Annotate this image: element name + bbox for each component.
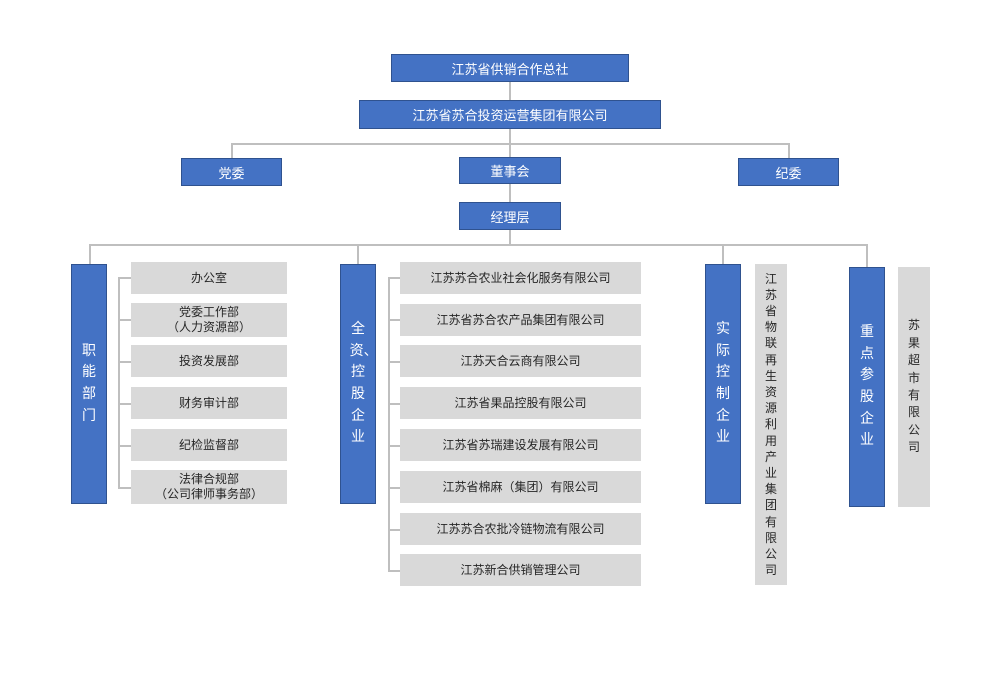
node-label: 江苏省供销合作总社 — [451, 62, 569, 78]
controlled-enterprise-item: 江苏省物联再生资源利用产业集团有限公司 — [755, 264, 787, 585]
bracket-line — [388, 278, 390, 571]
node-group-company: 江苏省苏合投资运营集团有限公司 — [359, 100, 661, 129]
bracket-tick — [388, 319, 400, 321]
node-supply-union: 江苏省供销合作总社 — [391, 54, 629, 82]
node-label: 党委 — [218, 166, 245, 182]
enterprise-item: 江苏省苏合农产品集团有限公司 — [400, 304, 641, 336]
enterprise-item: 江苏省果品控股有限公司 — [400, 387, 641, 419]
node-discipline-committee: 纪委 — [738, 158, 839, 186]
connector-line — [509, 82, 511, 100]
category-label: 全资、控股企业 — [349, 320, 378, 446]
equity-enterprise-item: 苏果超市有限公司 — [898, 267, 930, 507]
dept-item: 党委工作部 （人力资源部） — [131, 303, 287, 337]
category-equity-enterprises: 重点参股企业 — [849, 267, 885, 507]
dept-label: 法律合规部 （公司律师事务部） — [154, 472, 263, 501]
enterprise-label: 江苏省苏合农产品集团有限公司 — [436, 312, 605, 327]
enterprise-label: 江苏苏合农业社会化服务有限公司 — [430, 270, 611, 285]
bracket-tick — [388, 361, 400, 363]
enterprise-item: 江苏省棉麻（集团）有限公司 — [400, 471, 641, 503]
enterprise-label: 江苏省物联再生资源利用产业集团有限公司 — [764, 271, 777, 578]
connector-line — [722, 244, 724, 264]
dept-label: 投资发展部 — [178, 353, 239, 368]
bracket-tick — [388, 277, 400, 279]
bracket-tick — [388, 570, 400, 572]
dept-label: 财务审计部 — [178, 395, 239, 410]
enterprise-item: 江苏新合供销管理公司 — [400, 554, 641, 586]
connector-line — [89, 244, 91, 264]
bracket-tick — [388, 487, 400, 489]
bracket-tick — [118, 319, 131, 321]
bracket-tick — [118, 445, 131, 447]
node-label: 江苏省苏合投资运营集团有限公司 — [412, 109, 608, 124]
connector-line — [357, 244, 359, 264]
node-management: 经理层 — [459, 202, 561, 230]
connector-line — [509, 129, 511, 144]
enterprise-item: 江苏苏合农批冷链物流有限公司 — [400, 513, 641, 545]
enterprise-label: 苏果超市有限公司 — [907, 318, 920, 455]
enterprise-item: 江苏天合云商有限公司 — [400, 345, 641, 377]
enterprise-label: 江苏省苏瑞建设发展有限公司 — [442, 437, 599, 452]
dept-item: 纪检监督部 — [131, 429, 287, 461]
bracket-tick — [118, 487, 131, 489]
category-label: 重点参股企业 — [859, 323, 874, 449]
bracket-tick — [118, 361, 131, 363]
bracket-tick — [118, 277, 131, 279]
dept-item: 法律合规部 （公司律师事务部） — [131, 470, 287, 504]
dept-item: 办公室 — [131, 262, 287, 294]
connector-line — [509, 143, 511, 158]
enterprise-item: 江苏苏合农业社会化服务有限公司 — [400, 262, 641, 294]
dept-item: 投资发展部 — [131, 345, 287, 377]
connector-line — [89, 244, 868, 246]
category-label: 实际控制企业 — [715, 320, 730, 446]
node-label: 纪委 — [775, 166, 802, 182]
dept-label: 纪检监督部 — [178, 437, 239, 452]
connector-line — [509, 230, 511, 245]
category-functional-depts: 职能部门 — [71, 264, 107, 504]
enterprise-label: 江苏省棉麻（集团）有限公司 — [442, 479, 599, 494]
category-controlled-enterprises: 实际控制企业 — [705, 264, 741, 504]
enterprise-label: 江苏省果品控股有限公司 — [454, 395, 587, 410]
category-owned-enterprises: 全资、控股企业 — [340, 264, 378, 504]
bracket-tick — [388, 529, 400, 531]
category-label: 职能部门 — [81, 342, 96, 424]
connector-line — [866, 244, 868, 267]
node-board: 董事会 — [459, 157, 561, 184]
connector-line — [788, 143, 790, 158]
bracket-line — [118, 278, 120, 488]
bracket-tick — [118, 403, 131, 405]
connector-line — [231, 143, 233, 158]
node-party-committee: 党委 — [181, 158, 282, 186]
node-label: 经理层 — [490, 210, 530, 226]
enterprise-label: 江苏天合云商有限公司 — [460, 353, 581, 368]
enterprise-label: 江苏新合供销管理公司 — [460, 562, 581, 577]
enterprise-item: 江苏省苏瑞建设发展有限公司 — [400, 429, 641, 461]
dept-label: 党委工作部 （人力资源部） — [166, 305, 251, 334]
connector-line — [509, 184, 511, 202]
bracket-tick — [388, 403, 400, 405]
dept-label: 办公室 — [190, 270, 227, 285]
node-label: 董事会 — [490, 165, 530, 180]
dept-item: 财务审计部 — [131, 387, 287, 419]
enterprise-label: 江苏苏合农批冷链物流有限公司 — [436, 521, 605, 536]
bracket-tick — [388, 445, 400, 447]
